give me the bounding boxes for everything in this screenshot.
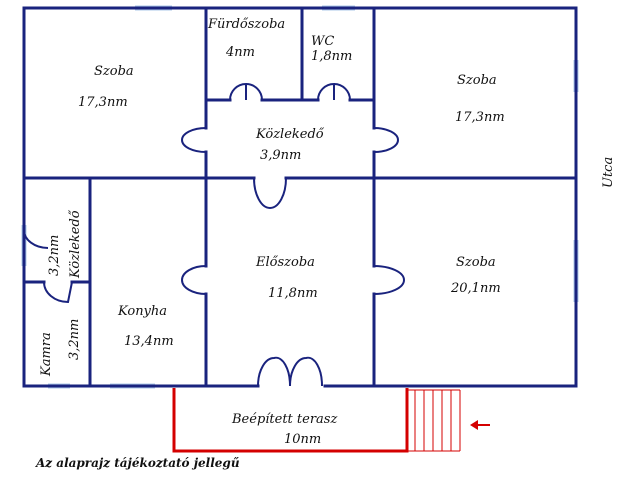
- room-name-kamra: Kamra: [39, 332, 54, 377]
- door-wc-b: [333, 83, 351, 101]
- room-area-terasz: 10nm: [284, 432, 321, 447]
- door-kozlekedo: [253, 177, 287, 209]
- room-name-terasz: Beépített terasz: [231, 412, 337, 427]
- room-name-kozlekedo-small: Közlekedő: [68, 209, 83, 279]
- room-name-konyha: Konyha: [117, 304, 167, 319]
- doors: [23, 82, 406, 387]
- room-name-furdoszoba: Fürdőszoba: [207, 17, 285, 32]
- street-label: Utca: [601, 157, 616, 188]
- terrace-steps: [407, 389, 461, 452]
- door-konyha: [180, 265, 207, 295]
- room-name-szoba-nw: Szoba: [94, 64, 134, 79]
- room-name-eloszoba: Előszoba: [255, 255, 315, 270]
- room-area-eloszoba: 11,8nm: [268, 286, 318, 301]
- door-kamra: [43, 281, 73, 304]
- door-wc: [317, 82, 335, 101]
- room-name-wc: WC: [311, 34, 334, 49]
- terrace: [172, 388, 461, 453]
- door-entrance: [257, 356, 324, 387]
- room-area-kozlekedo-small: 3,2nm: [47, 235, 62, 276]
- door-szoba-se: [373, 265, 406, 295]
- red-arrow-left-icon: [470, 420, 490, 430]
- walls: [22, 6, 578, 388]
- door-furdo-b: [245, 83, 263, 101]
- disclaimer-note: Az alaprajz tájékoztató jellegű: [35, 456, 240, 470]
- room-area-furdoszoba: 4nm: [225, 45, 255, 60]
- room-area-kozlekedo: 3,9nm: [260, 148, 301, 163]
- room-area-szoba-nw: 17,3nm: [78, 95, 128, 110]
- room-area-konyha: 13,4nm: [124, 334, 174, 349]
- room-name-kozlekedo: Közlekedő: [255, 127, 325, 142]
- door-furdo: [229, 82, 247, 101]
- room-name-szoba-se: Szoba: [456, 255, 496, 270]
- room-area-szoba-ne: 17,3nm: [455, 110, 505, 125]
- door-szoba-ne: [373, 127, 400, 153]
- door-szoba-nw: [180, 127, 207, 153]
- room-area-szoba-se: 20,1nm: [450, 281, 501, 296]
- room-area-wc: 1,8nm: [311, 49, 352, 64]
- room-area-kamra: 3,2nm: [67, 319, 82, 360]
- room-name-szoba-ne: Szoba: [457, 73, 497, 88]
- door-small-corridor: [23, 229, 49, 249]
